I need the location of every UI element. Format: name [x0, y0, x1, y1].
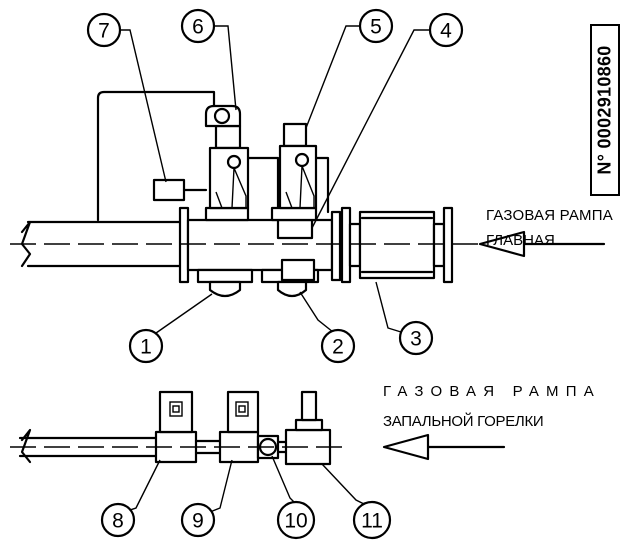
component-2-box	[280, 258, 316, 282]
callout-9: 9	[180, 502, 216, 538]
bottom-plate-1	[196, 268, 254, 284]
svg-text:5: 5	[370, 16, 382, 39]
callout-5: 5	[358, 8, 394, 44]
pilot-valve-8-coil	[158, 390, 194, 434]
valve-6-indicator	[226, 154, 242, 170]
component-7-box	[152, 178, 186, 202]
svg-text:8: 8	[112, 510, 124, 533]
callouts: 7 6 5 4 1 2 3 8 9 10 11	[86, 8, 464, 540]
callout-10: 10	[276, 500, 316, 540]
pilot-ramp-label-line1: ГАЗОВАЯ РАМПА	[383, 383, 601, 400]
svg-text:4: 4	[440, 20, 452, 43]
component-4-box	[276, 218, 314, 240]
svg-text:9: 9	[192, 510, 204, 533]
drawing-code-text: N° 0002910860	[594, 45, 615, 175]
svg-text:6: 6	[192, 16, 204, 39]
valve-base-1	[204, 206, 250, 222]
flange-right	[442, 206, 454, 284]
callout-6: 6	[180, 8, 216, 44]
svg-text:1: 1	[140, 336, 152, 359]
leader-lines	[120, 25, 430, 513]
pilot-flow-arrow	[382, 433, 506, 461]
main-outlet-pipe	[26, 220, 182, 268]
main-ramp-label-line1: ГАЗОВАЯ РАМПА	[486, 207, 613, 224]
callout-11: 11	[352, 500, 392, 540]
svg-text:11: 11	[361, 510, 383, 533]
main-flow-arrow	[478, 230, 606, 258]
svg-text:10: 10	[284, 510, 307, 533]
callout-4: 4	[428, 12, 464, 48]
ball-valve-handle	[300, 390, 318, 422]
svg-text:3: 3	[410, 328, 422, 351]
callout-3: 3	[398, 320, 434, 356]
pilot-ramp-label-line2: ЗАПАЛЬНОЙ ГОРЕЛКИ	[383, 413, 544, 430]
flange-mid-1	[330, 210, 342, 282]
valve-6-cap	[204, 104, 242, 128]
valve-6-head	[214, 124, 242, 150]
callout-8: 8	[100, 502, 136, 538]
filter-body	[358, 210, 436, 280]
main-ramp-label-line2: ГЛАВНАЯ	[486, 232, 555, 249]
drawing-code-stamp: N° 0002910860	[590, 24, 620, 196]
pressure-switch-2	[276, 280, 308, 298]
callout-7: 7	[86, 12, 122, 48]
callout-1: 1	[128, 328, 164, 364]
filter-neck-right	[432, 222, 446, 268]
valve-5-indicator	[294, 152, 310, 168]
pressure-switch-1	[208, 280, 242, 298]
svg-text:7: 7	[98, 20, 110, 43]
pilot-pipe-break	[20, 428, 32, 464]
valve-5-head	[282, 122, 308, 148]
pilot-gas-train	[10, 390, 506, 466]
main-gas-train	[10, 90, 606, 298]
valve-base-2	[270, 206, 318, 222]
impulse-line-7	[96, 90, 216, 222]
filter-neck-left	[348, 222, 362, 268]
flange-mid-2	[340, 206, 352, 284]
svg-text:2: 2	[332, 336, 344, 359]
callout-2: 2	[320, 328, 356, 364]
solenoid-valve-6	[208, 124, 250, 210]
solenoid-valve-5	[278, 122, 318, 210]
flange-left	[178, 206, 190, 284]
